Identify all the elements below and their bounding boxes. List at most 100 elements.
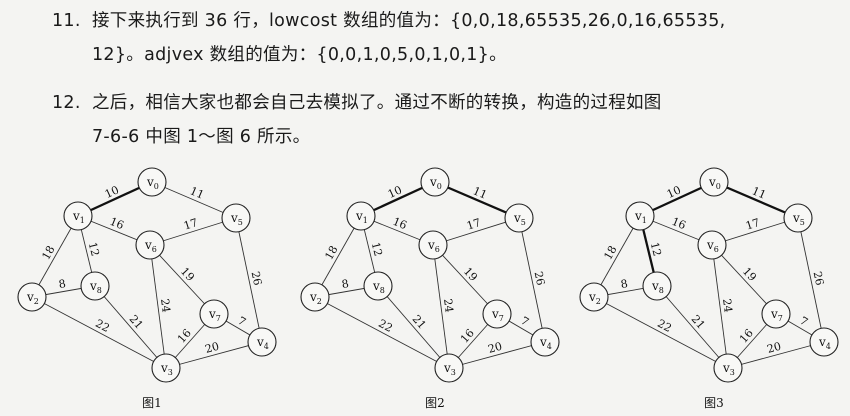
- vertex-label: v0: [429, 175, 442, 191]
- paragraph-11: 11.接下来执行到 36 行，lowcost 数组的值为：{0,0,18,655…: [52, 4, 726, 72]
- vertex-label: v1: [634, 209, 647, 225]
- edge-v6-v3: 24: [149, 244, 173, 369]
- vertex-v6: v6: [418, 230, 448, 260]
- vertex-label: v1: [72, 209, 85, 225]
- vertex-circle: [199, 299, 229, 329]
- vertex-v2: v2: [300, 282, 330, 312]
- edge-weight-label: 21: [410, 313, 429, 332]
- edge-weight-label: 20: [204, 340, 221, 356]
- edge-weight-label: 26: [249, 270, 265, 286]
- vertex-circle: [363, 271, 393, 301]
- edge-v1-v2: 18: [593, 215, 641, 298]
- paragraph-11-line-2: 12}。adjvex 数组的值为：{0,0,1,0,5,0,1,0,1}。: [92, 45, 507, 65]
- edge-weight-label: 18: [601, 243, 619, 262]
- edge-v6-v3: 24: [711, 244, 735, 369]
- vertex-circle: [418, 230, 448, 260]
- vertex-v1: v1: [346, 201, 376, 231]
- vertex-v8: v8: [363, 271, 393, 301]
- vertex-circle: [642, 271, 672, 301]
- edge-line: [432, 217, 520, 246]
- edge-line: [432, 244, 498, 315]
- vertex-v0: v0: [137, 167, 167, 197]
- edge-line: [593, 215, 641, 298]
- edge-weight-label: 10: [665, 183, 683, 201]
- edge-weight-label: 10: [103, 183, 121, 201]
- edge-weight-label: 22: [655, 317, 673, 335]
- edge-line: [713, 180, 799, 220]
- edge-weight-label: 20: [766, 340, 783, 356]
- vertex-label: v0: [708, 175, 721, 191]
- edge-line: [94, 285, 167, 369]
- vertex-circle: [151, 353, 181, 383]
- vertex-label: v4: [256, 335, 269, 351]
- paragraph-12-line-2: 7-6-6 中图 1～图 6 所示。: [92, 127, 311, 147]
- vertex-label: v8: [372, 279, 385, 295]
- edge-v3-v4: 20: [448, 340, 546, 369]
- edge-weight-label: 8: [341, 277, 350, 291]
- vertex-v8: v8: [642, 271, 672, 301]
- vertex-v0: v0: [699, 167, 729, 197]
- edge-weight-label: 20: [487, 340, 504, 356]
- edge-line: [711, 217, 799, 246]
- vertex-label: v6: [706, 238, 719, 254]
- edge-weight-label: 16: [391, 215, 409, 232]
- edge-weight-label: 12: [369, 241, 385, 258]
- vertex-v1: v1: [63, 201, 93, 231]
- vertex-v5: v5: [504, 203, 534, 233]
- vertex-v5: v5: [221, 203, 251, 233]
- vertex-label: v4: [539, 335, 552, 351]
- paragraph-12: 12.之后，相信大家也都会自己去模拟了。通过不断的转换，构造的过程如图 7-6-…: [52, 86, 662, 154]
- vertex-label: v2: [588, 290, 601, 306]
- vertex-v3: v3: [713, 353, 743, 383]
- vertex-circle: [530, 327, 560, 357]
- edge-line: [711, 244, 729, 369]
- vertex-v4: v4: [809, 327, 839, 357]
- edge-v5-v4: 26: [797, 217, 826, 343]
- edge-line: [165, 341, 263, 369]
- edge-weight-label: 16: [737, 326, 756, 345]
- vertex-label: v3: [722, 361, 735, 377]
- vertex-v7: v7: [199, 299, 229, 329]
- edge-line: [518, 217, 546, 343]
- vertex-label: v7: [491, 307, 504, 323]
- edge-line: [31, 296, 167, 369]
- edge-v0-v5: 11: [151, 181, 237, 219]
- edge-weight-label: 22: [376, 317, 394, 335]
- paragraph-text: 接下来执行到 36 行，lowcost 数组的值为：{0,0,18,65535,…: [92, 11, 726, 31]
- edge-weight-label: 11: [750, 184, 768, 201]
- edge-weight-label: 17: [744, 216, 761, 233]
- vertex-v0: v0: [420, 167, 450, 197]
- edge-v2-v3: 22: [314, 296, 450, 369]
- edge-weight-label: 12: [648, 241, 664, 258]
- edge-weight-label: 8: [58, 277, 67, 291]
- vertex-circle: [137, 167, 167, 197]
- edge-weight-label: 24: [720, 298, 735, 314]
- vertex-label: v1: [355, 209, 368, 225]
- edge-weight-label: 16: [175, 326, 194, 345]
- vertex-circle: [699, 167, 729, 197]
- vertex-label: v8: [651, 279, 664, 295]
- vertex-circle: [346, 201, 376, 231]
- edge-v5-v4: 26: [518, 217, 547, 343]
- edge-weight-label: 11: [188, 184, 206, 201]
- edge-weight-label: 7: [235, 314, 248, 329]
- edge-weight-label: 16: [670, 215, 688, 232]
- vertex-v8: v8: [80, 271, 110, 301]
- edge-line: [377, 285, 450, 369]
- vertex-v2: v2: [579, 282, 609, 312]
- edge-line: [448, 341, 546, 369]
- vertex-circle: [697, 230, 727, 260]
- edge-v1-v2: 18: [31, 215, 79, 298]
- vertex-circle: [17, 282, 47, 312]
- vertex-label: v7: [770, 307, 783, 323]
- edge-line: [314, 296, 450, 369]
- edge-v5-v6: 17: [432, 216, 520, 246]
- edge-weight-label: 12: [86, 241, 102, 258]
- vertex-label: v2: [26, 290, 39, 306]
- vertex-circle: [135, 230, 165, 260]
- edge-weight-label: 19: [178, 265, 197, 284]
